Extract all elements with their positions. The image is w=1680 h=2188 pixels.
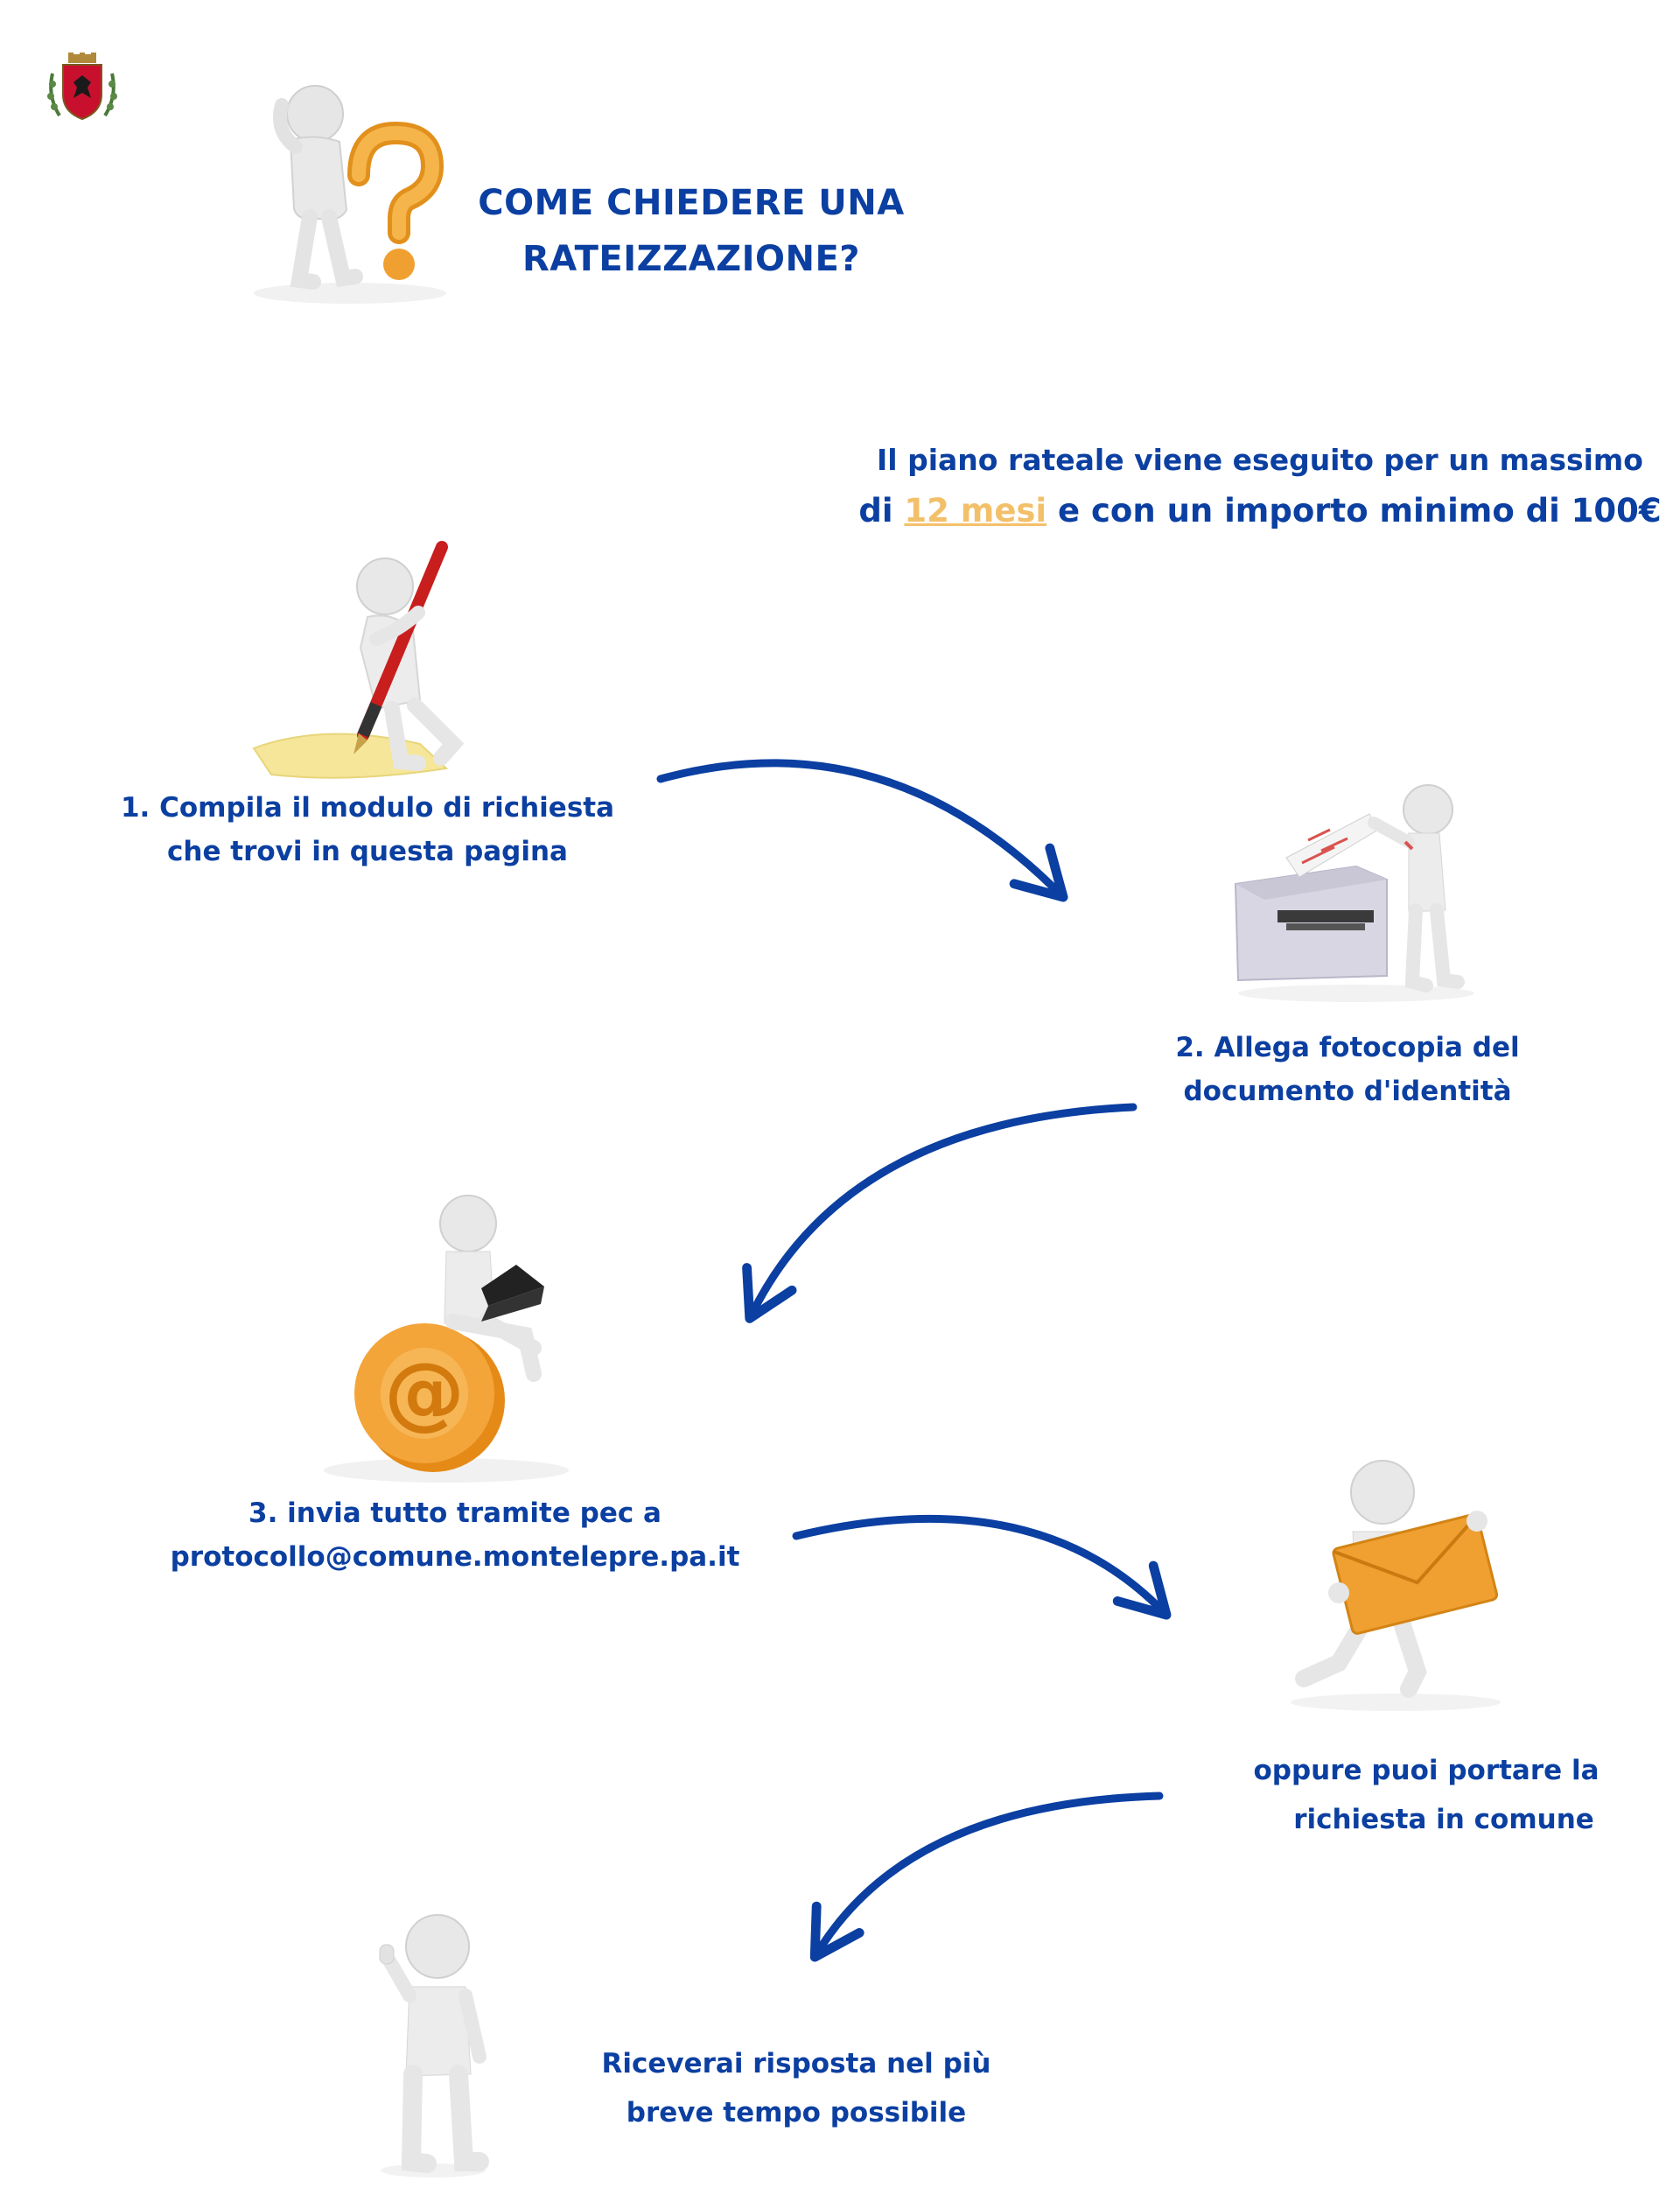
- arrow-step2-to-step3: [752, 1107, 1133, 1313]
- arrow-step4-to-step5: [818, 1796, 1159, 1952]
- arrow-step3-to-step4: [796, 1518, 1162, 1610]
- arrow-step1-to-step2: [661, 763, 1059, 893]
